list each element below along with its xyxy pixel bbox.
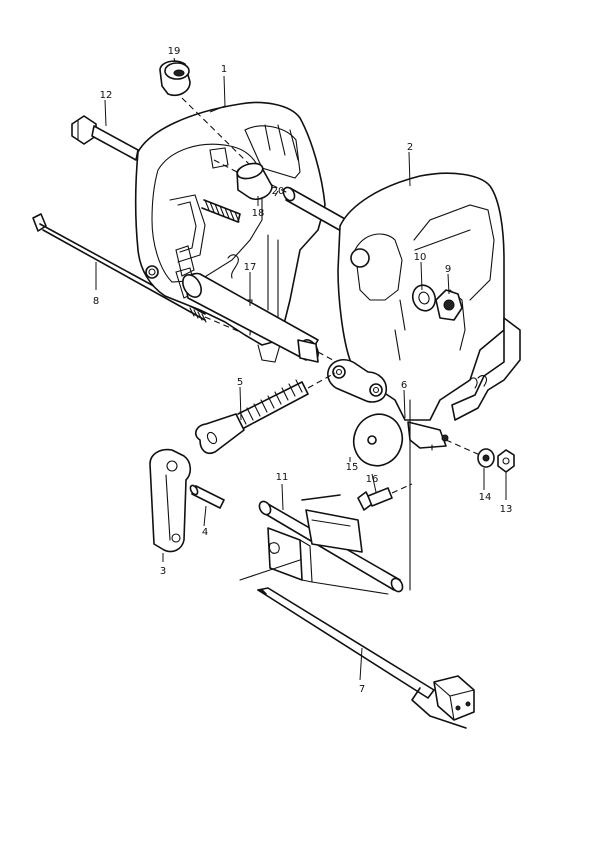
part-14-washer <box>477 448 495 468</box>
callout-15: 15 <box>346 462 359 473</box>
part-3-knob <box>149 448 192 553</box>
part-1-clamp-bracket <box>134 101 326 363</box>
upper-spring <box>201 199 241 223</box>
part-13-nut <box>497 449 515 473</box>
callout-6: 6 <box>401 380 407 391</box>
part-6-plate <box>352 413 404 467</box>
leader-lines <box>95 57 507 681</box>
callout-16: 16 <box>366 474 379 485</box>
callout-3: 3 <box>160 566 166 577</box>
callout-1: 1 <box>221 64 227 75</box>
callout-9: 9 <box>445 264 451 275</box>
callout-4: 4 <box>202 527 208 538</box>
callout-labels: 19 1 12 2 20 18 17 10 9 8 5 6 15 16 14 1… <box>93 46 513 695</box>
part-19-bushing <box>159 60 251 166</box>
callout-7: 7 <box>359 684 365 695</box>
part-16-bolt <box>357 483 413 511</box>
callout-18: 18 <box>252 208 265 219</box>
callout-2: 2 <box>407 142 413 153</box>
callout-20: 20 <box>272 186 285 197</box>
callout-19: 19 <box>168 46 181 57</box>
callout-11: 11 <box>276 472 289 483</box>
callout-12: 12 <box>100 90 113 101</box>
callout-17: 17 <box>244 262 257 273</box>
part-9-nut <box>435 289 463 321</box>
part-10-washer <box>411 284 437 312</box>
callout-13: 13 <box>500 504 513 515</box>
part-17-rod <box>182 272 345 367</box>
callout-14: 14 <box>479 492 492 503</box>
callout-8: 8 <box>93 296 99 307</box>
part-18-bushing <box>213 159 273 201</box>
part-7-rod <box>257 587 475 729</box>
callout-10: 10 <box>414 252 427 263</box>
part-5-spring-rod <box>194 372 336 455</box>
part-11-shaft <box>239 494 404 595</box>
part-4-pin <box>189 484 225 509</box>
callout-5: 5 <box>237 377 243 388</box>
